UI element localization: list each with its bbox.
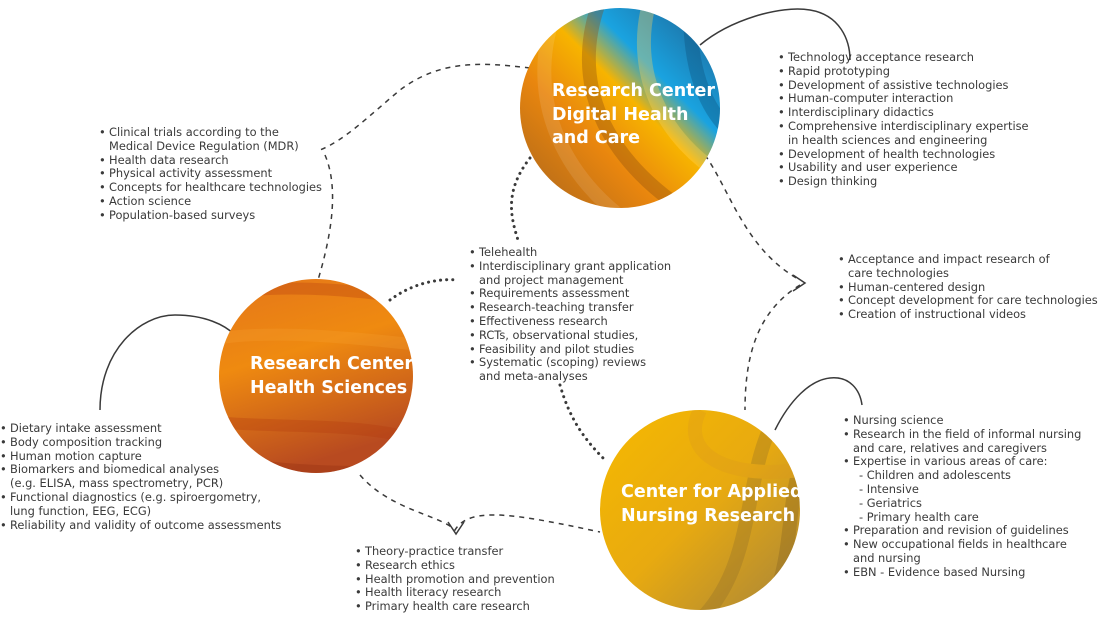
list-item: Functional diagnostics (e.g. spiroergome… bbox=[0, 490, 281, 505]
list-item: Acceptance and impact research of bbox=[838, 252, 1098, 267]
connector-digital-caretech bbox=[704, 154, 801, 281]
digital-title-line-2: Digital Health bbox=[552, 104, 689, 125]
nursing-expertise-list: Nursing scienceResearch in the field of … bbox=[843, 413, 1081, 580]
list-item: Design thinking bbox=[778, 174, 1029, 189]
list-item: Body composition tracking bbox=[0, 435, 281, 450]
list-item: Interdisciplinary didactics bbox=[778, 105, 1029, 120]
list-item: Biomarkers and biomedical analyses bbox=[0, 463, 281, 477]
list-item: and nursing bbox=[853, 550, 921, 565]
list-item: care technologies bbox=[848, 265, 949, 280]
arrow-chevrons bbox=[447, 274, 807, 536]
list-item: Human-centered design bbox=[838, 280, 1098, 295]
tail-health bbox=[99, 314, 236, 411]
shared-expertise-list: TelehealthInterdisciplinary grant applic… bbox=[469, 245, 671, 384]
list-item: Population-based surveys bbox=[99, 208, 322, 223]
digital-center-title: Research Center Digital Health and Care bbox=[552, 80, 715, 151]
list-item: and meta-analyses bbox=[479, 369, 588, 384]
list-item: Feasibility and pilot studies bbox=[469, 342, 671, 357]
nursing-center-title: Center for Applied Nursing Research bbox=[621, 481, 802, 528]
nursing-title-line-1: Center for Applied bbox=[621, 482, 803, 502]
dotted-health-center bbox=[388, 278, 460, 302]
list-item: Clinical trials according to the bbox=[99, 125, 322, 140]
list-item: RCTs, observational studies, bbox=[469, 328, 671, 343]
connector-lines bbox=[317, 63, 801, 533]
list-item: Systematic (scoping) reviews bbox=[469, 356, 671, 370]
list-item: Technology acceptance research bbox=[778, 50, 1029, 65]
list-item: Reliability and validity of outcome asse… bbox=[0, 518, 281, 533]
list-item: Rapid prototyping bbox=[778, 64, 1029, 79]
list-item: Development of assistive technologies bbox=[778, 78, 1029, 93]
list-item: Health promotion and prevention bbox=[355, 572, 555, 587]
list-item: Medical Device Regulation (MDR) bbox=[109, 138, 299, 153]
list-item: Primary health care research bbox=[355, 599, 555, 614]
list-item: - Geriatrics bbox=[859, 495, 922, 510]
transfer-expertise-list: Theory-practice transferResearch ethicsH… bbox=[355, 544, 555, 614]
list-item: Preparation and revision of guidelines bbox=[843, 524, 1081, 538]
digital-title-line-3: and Care bbox=[552, 128, 641, 148]
connector-digital-clinical bbox=[319, 63, 531, 151]
dotted-digital-center bbox=[510, 156, 532, 242]
list-item: Research-teaching transfer bbox=[469, 300, 671, 315]
list-item: and project management bbox=[479, 272, 624, 287]
nursing-title-line-2: Nursing Research bbox=[621, 505, 796, 526]
health-sciences-list: Dietary intake assessmentBody compositio… bbox=[0, 421, 281, 533]
list-item: - Primary health care bbox=[859, 509, 979, 524]
list-item: Expertise in various areas of care: bbox=[843, 455, 1081, 469]
connector-caretech-nursing bbox=[744, 284, 801, 411]
list-item: Human motion capture bbox=[0, 449, 281, 464]
list-item: Action science bbox=[99, 194, 322, 209]
list-item: New occupational fields in healthcare bbox=[843, 537, 1081, 552]
list-item: Health literacy research bbox=[355, 586, 555, 600]
connector-clinical-health bbox=[317, 154, 334, 281]
connector-health-nursing bbox=[359, 474, 601, 533]
tail-nursing bbox=[774, 377, 863, 431]
list-item: Theory-practice transfer bbox=[355, 544, 555, 559]
list-item: Health data research bbox=[99, 153, 322, 168]
list-item: Development of health technologies bbox=[778, 147, 1029, 162]
list-item: Human-computer interaction bbox=[778, 92, 1029, 106]
dotted-center-nursing bbox=[558, 383, 607, 462]
list-item: Concepts for healthcare technologies bbox=[99, 180, 322, 195]
list-item: Concept development for care technologie… bbox=[838, 294, 1098, 308]
list-item: Telehealth bbox=[469, 245, 671, 260]
clinical-expertise-list: Clinical trials according to theMedical … bbox=[99, 125, 322, 223]
list-item: Interdisciplinary grant application bbox=[469, 259, 671, 274]
list-item: Usability and user experience bbox=[778, 161, 1029, 175]
list-item: lung function, EEG, ECG) bbox=[10, 503, 152, 518]
list-item: Research ethics bbox=[355, 558, 555, 573]
list-item: Creation of instructional videos bbox=[838, 307, 1098, 322]
circle-digital-health bbox=[520, 8, 720, 208]
dotted-connectors bbox=[388, 156, 607, 462]
list-item: (e.g. ELISA, mass spectrometry, PCR) bbox=[10, 476, 224, 491]
list-item: - Intensive bbox=[859, 481, 919, 496]
decorative-tails bbox=[99, 8, 863, 431]
list-item: Nursing science bbox=[843, 413, 1081, 428]
list-item: - Children and adolescents bbox=[859, 468, 1011, 483]
list-item: Dietary intake assessment bbox=[0, 421, 281, 436]
list-item: Requirements assessment bbox=[469, 287, 671, 301]
list-item: Effectiveness research bbox=[469, 314, 671, 329]
chevron-right-icon bbox=[792, 274, 807, 292]
health-title-line-1: Research Center bbox=[250, 354, 414, 374]
digital-expertise-list: Technology acceptance researchRapid prot… bbox=[778, 50, 1029, 189]
list-item: Research in the field of informal nursin… bbox=[843, 427, 1081, 442]
tail-digital bbox=[699, 8, 851, 61]
list-item: in health sciences and engineering bbox=[788, 132, 988, 147]
health-title-line-2: Health Sciences bbox=[250, 377, 408, 398]
list-item: EBN - Evidence based Nursing bbox=[843, 565, 1081, 580]
health-center-title: Research Center Health Sciences bbox=[250, 353, 413, 400]
list-item: Physical activity assessment bbox=[99, 167, 322, 181]
chevron-down-icon bbox=[447, 521, 465, 536]
list-item: and care, relatives and caregivers bbox=[853, 440, 1047, 455]
digital-title-line-1: Research Center bbox=[552, 81, 716, 101]
list-item: Comprehensive interdisciplinary expertis… bbox=[778, 119, 1029, 134]
